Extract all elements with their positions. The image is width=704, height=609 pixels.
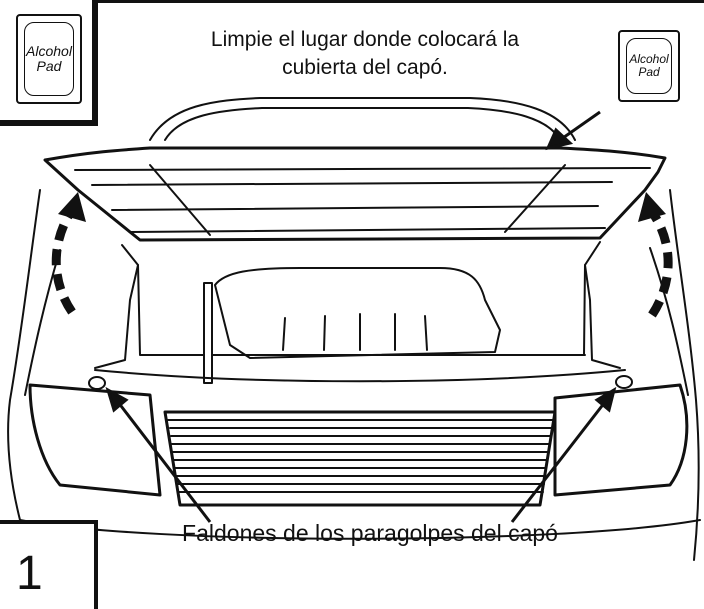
pad-label-line1: Alcohol: [26, 43, 72, 60]
pointer-arrow-icon: [105, 386, 129, 413]
engine-support: [203, 282, 213, 384]
instruction-text: Limpie el lugar donde colocará la cubier…: [210, 28, 520, 79]
pad-label-line2: Pad: [638, 65, 660, 79]
pad-label-line1: Alcohol: [629, 52, 669, 67]
step-number: 1: [16, 547, 43, 600]
hood-lid-strut-right: [504, 164, 566, 233]
lift-arrow-icon: [638, 192, 666, 222]
pointer-arrow-icon: [116, 401, 212, 523]
fender-right: [649, 247, 689, 396]
body-left: [7, 189, 41, 521]
headlight-left: [28, 383, 162, 497]
pointer-arrow-icon: [559, 110, 601, 142]
bumper-flap-left: [88, 376, 106, 390]
step-box: [0, 520, 98, 609]
body-right: [669, 189, 700, 561]
headlight-right: [553, 383, 689, 497]
engine-bay: [94, 241, 621, 369]
bumper-flaps-label: Faldones de los paragolpes del capó: [182, 520, 558, 546]
alcohol-pad-icon: Alcohol Pad: [16, 14, 82, 104]
roof-inner: [164, 107, 561, 141]
roof-outline: [149, 97, 576, 141]
hood-lid-top: [43, 146, 667, 242]
fender-left: [24, 249, 61, 396]
hood-lid-strut-left: [149, 164, 211, 236]
engine-fins: [282, 313, 428, 351]
top-border: [0, 0, 704, 3]
hood-lid-inner: [74, 167, 651, 233]
pad-label-line2: Pad: [36, 58, 62, 74]
alcohol-pad-icon: Alcohol Pad: [618, 30, 680, 102]
pointer-arrow-icon: [594, 386, 617, 413]
lift-arrow-icon: [58, 192, 86, 222]
engine-block: [214, 267, 501, 359]
bumper-flap-right: [615, 375, 633, 389]
lift-arrow-icon: [51, 207, 76, 315]
pointer-arrow-icon: [545, 127, 574, 151]
lift-arrow-icon: [648, 209, 673, 318]
pointer-arrow-icon: [510, 401, 607, 523]
bumper-line: [94, 369, 626, 383]
grille-bars: [167, 419, 554, 493]
